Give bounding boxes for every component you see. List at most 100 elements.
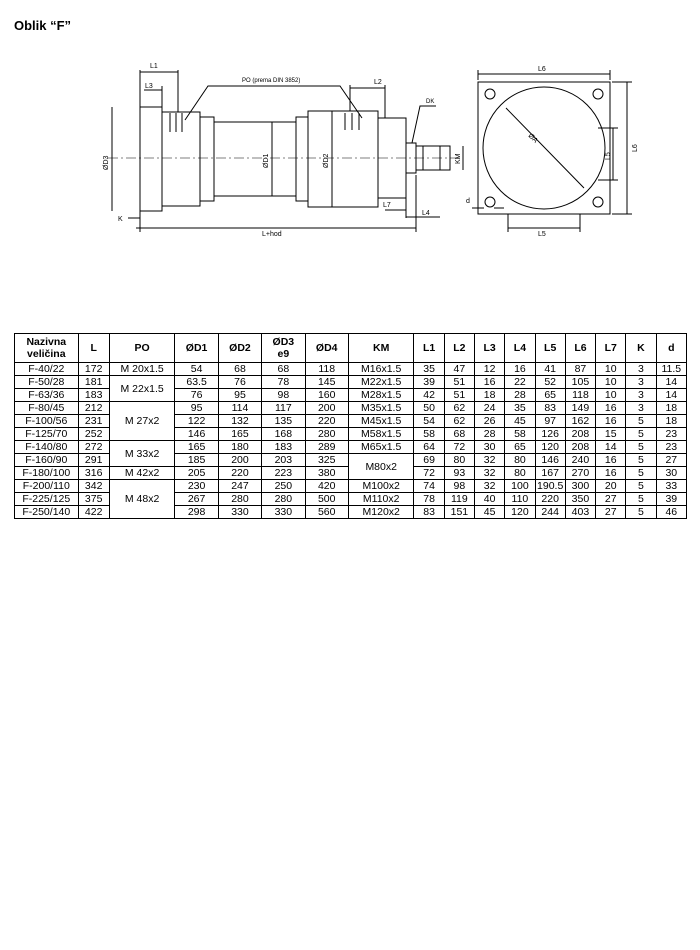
cell-l3: 16 [474,375,506,389]
cell-l1: 74 [413,479,445,493]
label-l4: L4 [422,210,430,217]
cell-l2: 80 [443,453,476,467]
header-label: K [637,342,645,354]
cell-d4: 160 [304,388,349,402]
cell-d1: 298 [174,505,219,519]
label-d1: ØD1 [263,154,270,169]
cell-l5: 126 [534,427,566,441]
column-header-l: L [77,333,110,363]
cell-d: 11.5 [655,362,688,376]
cell-l4: 22 [504,375,536,389]
label-da: ØA [527,132,539,144]
cell-km: M45x1.5 [347,414,415,428]
cell-l: 181 [77,375,110,389]
cell-l6: 118 [564,388,597,402]
cell-l5: 167 [534,466,566,480]
cell-d2: 114 [217,401,263,415]
label-l6-side: L6 [632,144,639,152]
label-l5-bottom: L5 [538,231,546,238]
label-dk: DK [426,99,434,105]
cell-d2: 180 [217,440,263,454]
cell-l4: 35 [504,401,536,415]
cell-d4: 145 [304,375,349,389]
column-header-l7: L7 [595,333,627,363]
cell-l3: 32 [474,479,506,493]
cell-l2: 47 [443,362,476,376]
cell-name: F-40/22 [14,362,79,376]
column-header-l3: L3 [474,333,506,363]
cell-l1: 42 [413,388,445,402]
cell-l1: 83 [413,505,445,519]
cell-l3: 12 [474,362,506,376]
cell-l5: 65 [534,388,566,402]
cell-l: 212 [77,401,110,415]
cell-l4: 80 [504,453,536,467]
cell-po: M 22x1.5 [108,375,176,402]
cell-d3: 183 [261,440,306,454]
cell-l2: 93 [443,466,476,480]
cell-d: 30 [655,466,688,480]
column-header-d1: ØD1 [174,333,219,363]
cell-d4: 280 [304,427,349,441]
header-label: L7 [604,342,617,354]
cell-d: 27 [655,453,688,467]
cell-l2: 62 [443,414,476,428]
cell-l: 183 [77,388,110,402]
cell-po: M 33x2 [108,440,176,467]
column-header-l4: L4 [504,333,536,363]
cell-l3: 32 [474,466,506,480]
cell-d3: 280 [261,492,306,506]
cell-l: 272 [77,440,110,454]
cell-l2: 72 [443,440,476,454]
cell-l2: 51 [443,388,476,402]
cell-name: F-250/140 [14,505,79,519]
cell-name: F-125/70 [14,427,79,441]
cell-km: M28x1.5 [347,388,415,402]
cell-l7: 27 [595,505,627,519]
cell-k: 3 [625,388,657,402]
cell-l3: 32 [474,453,506,467]
cell-km: M65x1.5 [347,440,415,454]
cell-l: 316 [77,466,110,480]
cell-l4: 80 [504,466,536,480]
cell-l3: 26 [474,414,506,428]
cell-d: 23 [655,440,688,454]
cell-km: M110x2 [347,492,415,506]
cell-d2: 247 [217,479,263,493]
header-label: PO [134,342,150,354]
header-label: L6 [574,342,587,354]
column-header-k: K [625,333,657,363]
cell-d3: 117 [261,401,306,415]
cell-d4: 380 [304,466,349,480]
cell-d2: 220 [217,466,263,480]
cell-k: 3 [625,375,657,389]
cell-l: 342 [77,479,110,493]
cell-d4: 420 [304,479,349,493]
cell-l3: 28 [474,427,506,441]
cell-km: M58x1.5 [347,427,415,441]
cell-d1: 267 [174,492,219,506]
cell-name: F-180/100 [14,466,79,480]
cell-l1: 50 [413,401,445,415]
cell-l7: 10 [595,388,627,402]
cell-d3: 330 [261,505,306,519]
cell-l3: 18 [474,388,506,402]
cell-l: 252 [77,427,110,441]
cell-l: 172 [77,362,110,376]
cell-l2: 51 [443,375,476,389]
cell-k: 5 [625,492,657,506]
cell-k: 5 [625,440,657,454]
cell-d4: 200 [304,401,349,415]
cell-l4: 45 [504,414,536,428]
cell-po: M 48x2 [108,479,176,519]
header-label: ØD3 [272,336,295,348]
cell-d1: 185 [174,453,219,467]
cell-d: 46 [655,505,688,519]
cylinder-tube [213,121,297,197]
label-km: KM [455,153,462,164]
cell-km: M35x1.5 [347,401,415,415]
cell-l: 375 [77,492,110,506]
cell-d: 39 [655,492,688,506]
